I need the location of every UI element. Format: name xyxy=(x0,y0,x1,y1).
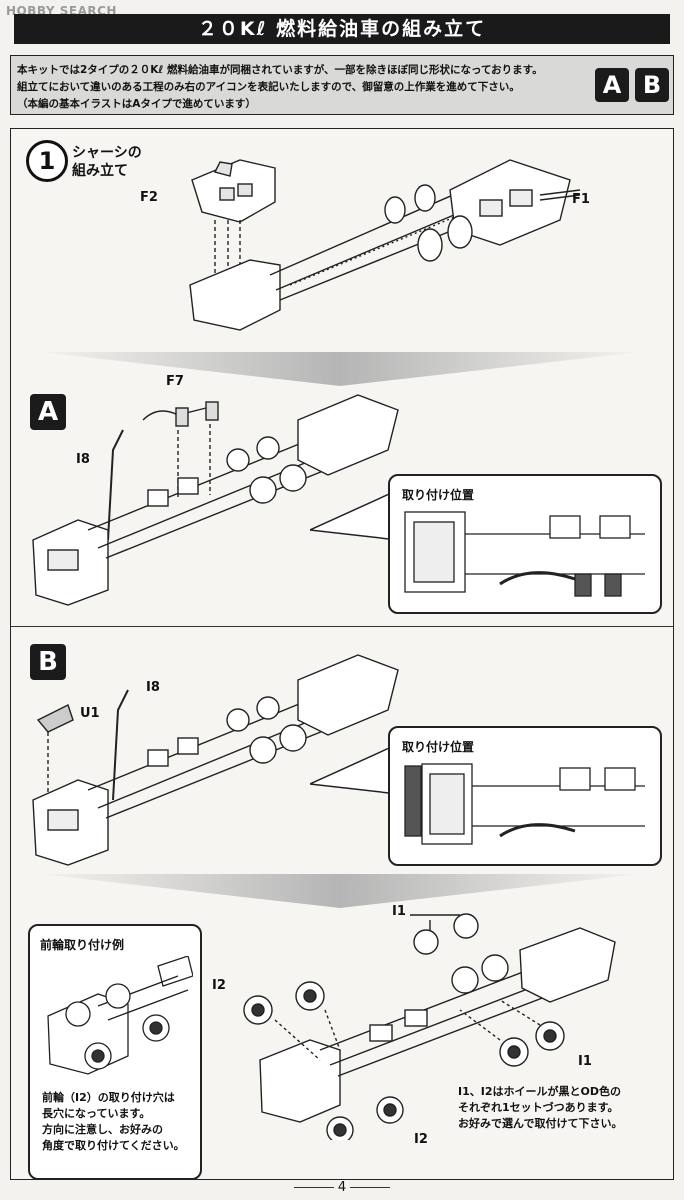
wheel-note-line-3: お好みで選んで取付けて下さい。 xyxy=(458,1117,623,1130)
step-title-line-2: 組み立て xyxy=(72,163,128,179)
chassis-type-b-drawing xyxy=(32,654,399,866)
page-number: 4 xyxy=(0,1180,684,1195)
inset-title-a: 取り付け位置 xyxy=(402,488,475,502)
page-title: ２０Kℓ 燃料給油車の組み立て xyxy=(14,14,670,44)
down-arrow-divider-2 xyxy=(40,874,640,908)
section-divider xyxy=(10,626,674,627)
label-i2-bottom: I2 xyxy=(414,1132,428,1147)
label-i1-top: I1 xyxy=(392,904,406,919)
inset-detail-drawing-b xyxy=(404,763,645,845)
step-number: 1 xyxy=(26,140,68,182)
wheel-assembly-drawing xyxy=(243,913,616,1140)
callout-pointer-b xyxy=(310,742,399,795)
label-i8-b: I8 xyxy=(146,680,160,695)
intro-line-2: 組立てにおいて違いのある工程のみ右のアイコンを表記いたしますので、御留意の上作業… xyxy=(17,81,520,93)
inset-install-position-b: 取り付け位置 xyxy=(388,726,662,866)
chassis-frame-drawing xyxy=(189,159,581,331)
step-title-line-1: シャーシの xyxy=(72,145,142,161)
section-b-badge: B xyxy=(30,644,66,680)
down-arrow-divider xyxy=(40,352,640,386)
page-number-value: 4 xyxy=(337,1180,347,1195)
intro-box: 本キットでは2タイプの２０Kℓ 燃料給油車が同梱されていますが、一部を除きほぼ同… xyxy=(10,55,674,115)
front-note-line-2: 長穴になっています。 xyxy=(42,1107,151,1120)
label-u1: U1 xyxy=(80,706,100,721)
type-a-badge: A xyxy=(595,68,629,102)
wheel-note-line-2: それぞれ1セットづつあります。 xyxy=(458,1101,619,1114)
front-wheel-example-title: 前輪取り付け例 xyxy=(40,938,125,952)
label-i8-a: I8 xyxy=(76,452,90,467)
label-f7: F7 xyxy=(166,374,184,389)
inset-title-b: 取り付け位置 xyxy=(402,740,475,754)
label-f1: F1 xyxy=(572,192,590,207)
type-b-badge: B xyxy=(635,68,669,102)
front-note-line-3: 方向に注意し、お好みの xyxy=(42,1123,163,1136)
front-wheel-example-drawing xyxy=(47,956,193,1075)
intro-line-1: 本キットでは2タイプの２０Kℓ 燃料給油車が同梱されていますが、一部を除きほぼ同… xyxy=(17,64,543,76)
wheel-note-line-1: I1、I2はホイールが黒とOD色の xyxy=(458,1085,621,1098)
section-a-badge: A xyxy=(30,394,66,430)
front-note-line-4: 角度で取り付けてください。 xyxy=(42,1139,185,1152)
label-i1-right: I1 xyxy=(578,1054,592,1069)
chassis-type-a-drawing xyxy=(32,394,399,606)
inset-detail-drawing-a xyxy=(404,511,645,597)
front-note-line-1: 前輪（I2）の取り付け穴は xyxy=(42,1091,175,1104)
intro-line-3: （本編の基本イラストはAタイプで進めています） xyxy=(17,98,256,110)
callout-pointer-a xyxy=(310,488,399,541)
inset-install-position-a: 取り付け位置 xyxy=(388,474,662,614)
front-wheel-example-box: 前輪取り付け例 前輪（I2）の取り付け穴は 長穴になっています。 方向に注意し、… xyxy=(28,924,202,1180)
label-f2: F2 xyxy=(140,190,158,205)
label-i2-left: I2 xyxy=(212,978,226,993)
